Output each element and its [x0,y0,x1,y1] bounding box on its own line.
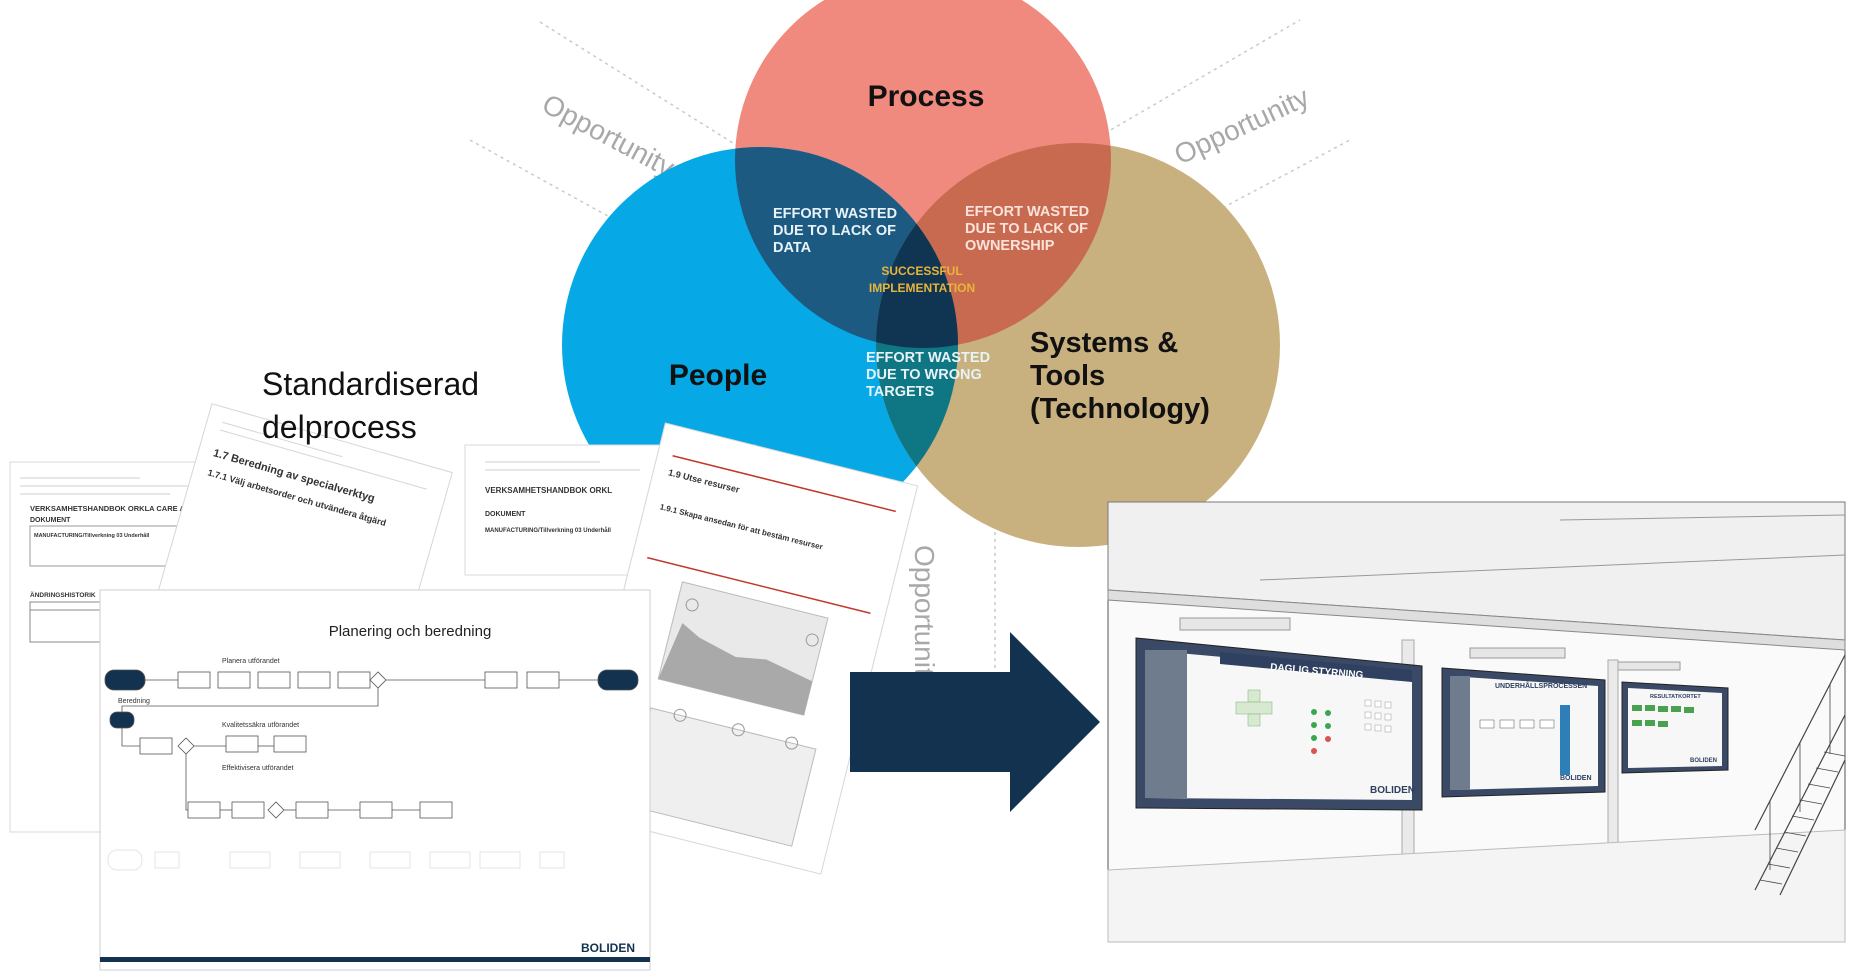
overlap-ownership-line2: DUE TO LACK OF [965,221,1088,237]
process-label: Process [868,80,985,113]
board1-brand: BOLIDEN [1370,785,1415,796]
systems-label-3: (Technology) [1030,393,1210,425]
systems-label-1: Systems & [1030,327,1178,359]
lane-planera: Planera utförandet [222,658,280,665]
overlap-targets-line3: TARGETS [866,384,935,400]
overlap-data-line1: EFFORT WASTED [773,206,897,222]
opportunity-label-left: Opportunity [537,88,679,183]
board2-brand: BOLIDEN [1560,775,1592,782]
board-daglig-styrning: DAGLIG STYRNING BOLIDEN [1135,637,1423,811]
board3-brand: BOLIDEN [1690,758,1717,764]
back-doc-b-field: MANUFACTURING/Tillverkning 03 Underhåll [485,527,611,534]
lane-beredning: Beredning [118,698,150,705]
front-document: Planering och beredning [99,589,651,971]
back-doc-a-history: ÄNDRINGSHISTORIK [30,591,96,599]
room-illustration: DAGLIG STYRNING BOLIDEN UNDERHÅLLSPROCES… [1107,501,1846,943]
center-line1: SUCCESSFUL [881,264,962,278]
front-doc-brand: BOLIDEN [581,941,635,955]
back-doc-a-field: MANUFACTURING/Tillverkning 03 Underhåll [34,532,150,539]
board3-title: RESULTATKORTET [1650,694,1701,700]
lane-kvalitet: Kvalitetssäkra utförandet [222,722,299,729]
people-label: People [669,359,767,392]
front-doc-title: Planering och beredning [329,623,492,640]
overlap-targets-line2: DUE TO WRONG [866,367,982,383]
center-line2: IMPLEMENTATION [869,281,975,295]
back-doc-b-section: DOKUMENT [485,511,526,518]
back-doc-b-header: VERKSAMHETSHANDBOK ORKL [485,486,612,495]
transition-arrow [850,632,1100,812]
overlap-ownership-line3: OWNERSHIP [965,238,1055,254]
opportunity-label-bottom: Opportunity [909,545,940,690]
overlap-targets-line1: EFFORT WASTED [866,350,990,366]
caption-line2: delprocess [262,409,417,445]
venn-diagram: Process People Systems & Tools (Technolo… [562,0,1280,547]
board-underhallsprocessen: UNDERHÅLLSPROCESSEN BOLIDEN [1441,667,1606,798]
overlap-ownership-line1: EFFORT WASTED [965,204,1089,220]
caption-line1: Standardiserad [262,366,479,402]
board2-title: UNDERHÅLLSPROCESSEN [1495,681,1587,690]
board-resultatkortet: RESULTATKORTET BOLIDEN [1621,681,1729,774]
back-doc-a-section: DOKUMENT [30,517,71,524]
opportunity-label-right: Opportunity [1169,81,1313,170]
back-doc-a-header: VERKSAMHETSHANDBOK ORKLA CARE AB [30,504,191,513]
overlap-data-line2: DUE TO LACK OF [773,223,896,239]
staircase [1754,654,1846,896]
systems-label-2: Tools [1030,360,1105,392]
overlap-data-line3: DATA [773,240,812,256]
document-stack: VERKSAMHETSHANDBOK ORKLA CARE AB DOKUMEN… [9,403,919,971]
lane-effektivisera: Effektivisera utförandet [222,765,294,772]
